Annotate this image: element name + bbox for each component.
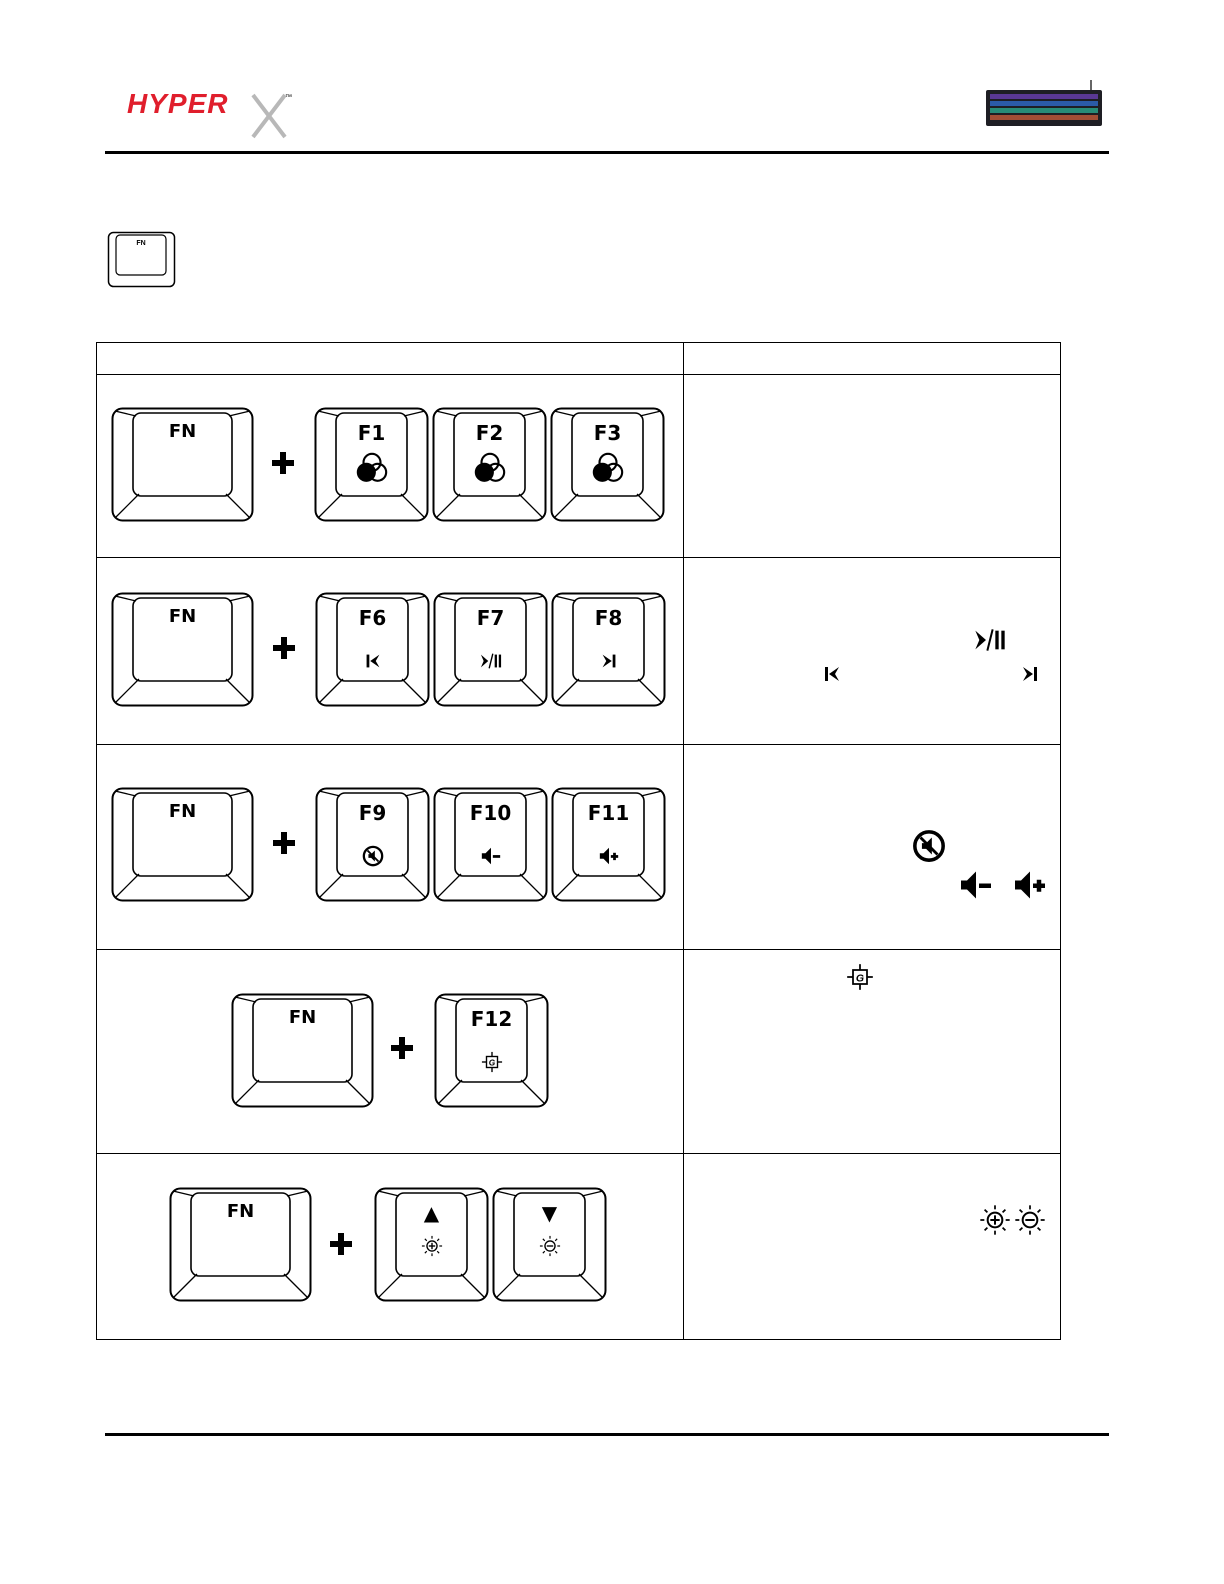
- plus-icon: [273, 637, 295, 659]
- hyperx-logo: HYPER ™: [127, 88, 292, 139]
- key-combo: FN ▲ ▼: [97, 1154, 683, 1339]
- key-label: F2: [475, 421, 504, 445]
- key-label: FN: [168, 801, 197, 822]
- key-label: F9: [358, 801, 387, 825]
- brightness-down-icon: [1015, 1205, 1045, 1235]
- key-label: F1: [357, 421, 386, 445]
- fn-key: FN: [111, 592, 254, 707]
- header-rule: [105, 151, 1109, 154]
- next-track-icon: [1023, 667, 1037, 681]
- key-label: F7: [476, 606, 505, 630]
- play-pause-icon: [975, 629, 1005, 651]
- key-label: F11: [587, 801, 630, 825]
- next-track-icon: [602, 654, 615, 668]
- brightness-up-icon: [980, 1205, 1010, 1235]
- play-pause-icon: [480, 653, 501, 669]
- description-cell: [684, 375, 1060, 557]
- keyboard-thumbnail: [986, 80, 1102, 126]
- fn-key: FN: [111, 407, 254, 522]
- key-label: F10: [469, 801, 512, 825]
- function-key-brightness-down: ▼: [492, 1187, 607, 1302]
- table-row: FN F1 F2 F3: [96, 374, 1061, 558]
- plus-icon: [272, 452, 294, 474]
- down-arrow-icon: ▼: [541, 1201, 558, 1225]
- function-key-brightness-up: ▲: [374, 1187, 489, 1302]
- key-label: FN: [226, 1201, 255, 1222]
- up-arrow-icon: ▲: [423, 1201, 440, 1225]
- description-cell: [684, 558, 1060, 744]
- brightness-down-icon: [539, 1235, 560, 1257]
- key-label: FN: [168, 421, 197, 442]
- key-combo: FN F6 F7 F8: [97, 558, 683, 744]
- game-mode-icon: G: [481, 1051, 502, 1073]
- function-key-f2: F2: [432, 407, 547, 522]
- fn-key: FN: [169, 1187, 312, 1302]
- description-cell: G: [684, 950, 1060, 1153]
- table-row: FN ▲ ▼: [96, 1153, 1061, 1340]
- function-key-f7: F7: [433, 592, 548, 707]
- key-label: F8: [594, 606, 623, 630]
- game-mode-icon: G: [847, 964, 873, 990]
- key-combo: FN F9 F10 F11: [97, 745, 683, 949]
- footer-rule: [105, 1433, 1109, 1436]
- brightness-up-icon: [421, 1235, 442, 1257]
- volume-down-icon: [481, 847, 500, 865]
- fn-key: FN: [231, 993, 374, 1108]
- color-wheel-icon: [356, 452, 387, 482]
- mute-icon: [362, 845, 383, 867]
- volume-down-icon: [961, 871, 991, 899]
- table-row: FN F6 F7 F8: [96, 557, 1061, 745]
- key-label: FN: [288, 1007, 317, 1028]
- function-key-f9: F9: [315, 787, 430, 902]
- table-header-row: [96, 342, 1061, 375]
- trademark: ™: [285, 94, 292, 101]
- function-key-f11: F11: [551, 787, 666, 902]
- function-key-f1: F1: [314, 407, 429, 522]
- fn-key: FN: [111, 787, 254, 902]
- key-label: F12: [470, 1007, 513, 1031]
- key-label: F3: [593, 421, 622, 445]
- function-key-f8: F8: [551, 592, 666, 707]
- header-cell-keys: [96, 342, 684, 375]
- svg-text:HYPER: HYPER: [127, 88, 228, 119]
- previous-track-icon: [825, 667, 839, 681]
- svg-text:G: G: [488, 1059, 495, 1068]
- table-row: FN F9 F10 F11: [96, 744, 1061, 950]
- color-wheel-icon: [474, 452, 505, 482]
- header-cell-function: [683, 342, 1061, 375]
- plus-icon: [330, 1233, 352, 1255]
- key-label: F6: [358, 606, 387, 630]
- volume-up-icon: [599, 847, 618, 865]
- function-key-f3: F3: [550, 407, 665, 522]
- mute-icon: [913, 830, 945, 862]
- fn-key-icon: FN: [107, 231, 176, 288]
- volume-up-icon: [1015, 871, 1045, 899]
- plus-icon: [273, 832, 295, 854]
- color-wheel-icon: [592, 452, 623, 482]
- fn-small-label: FN: [136, 240, 145, 247]
- key-combo: FN F1 F2 F3: [97, 375, 683, 557]
- previous-track-icon: [366, 654, 379, 668]
- key-label: FN: [168, 606, 197, 627]
- description-cell: [684, 1154, 1060, 1339]
- svg-text:G: G: [856, 973, 864, 985]
- function-key-f10: F10: [433, 787, 548, 902]
- description-cell: [684, 745, 1060, 949]
- plus-icon: [391, 1037, 413, 1059]
- function-key-f6: F6: [315, 592, 430, 707]
